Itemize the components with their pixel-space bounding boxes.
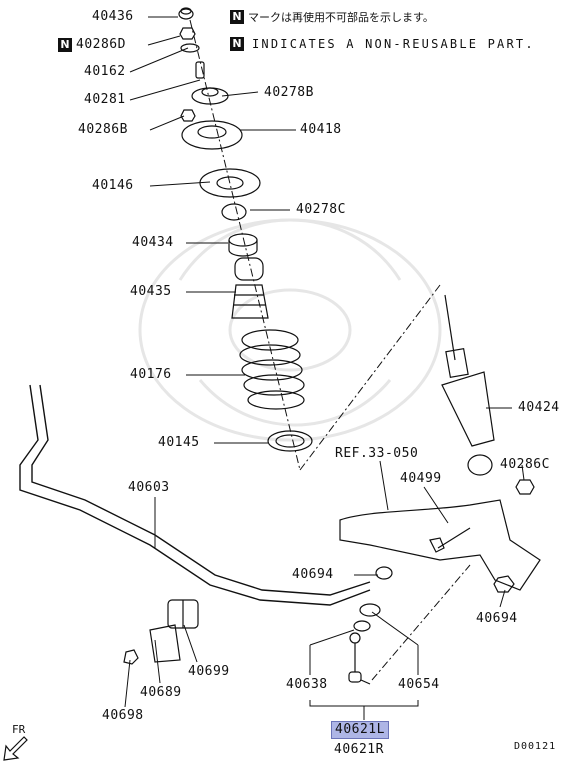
- part-label-40278B[interactable]: 40278B: [264, 85, 314, 100]
- part-label-40286B[interactable]: 40286B: [78, 122, 128, 137]
- bushing-40699: [167, 599, 199, 629]
- nut-40694-bar: [375, 566, 393, 580]
- bolt-40499: [429, 527, 471, 553]
- insulator-40146: [199, 168, 261, 198]
- washer-40638: [353, 620, 371, 632]
- part-label-40424[interactable]: 40424: [518, 400, 560, 415]
- lower-arm-and-knuckle: [339, 499, 541, 591]
- bracket-40278c: [221, 203, 247, 221]
- legend-english: INDICATES A NON-REUSABLE PART.: [252, 37, 535, 51]
- part-label-40694-knuckle[interactable]: 40694: [476, 611, 518, 626]
- bolt-40698: [123, 649, 139, 665]
- part-label-40654[interactable]: 40654: [398, 677, 440, 692]
- part-label-40146[interactable]: 40146: [92, 178, 134, 193]
- nut-40286b: [180, 109, 196, 122]
- nut-40694-knuckle: [493, 575, 515, 593]
- mount-40418: [181, 120, 243, 150]
- part-label-40621R[interactable]: 40621R: [334, 742, 384, 757]
- non-reusable-mark-icon: N: [230, 10, 244, 24]
- nut-40286c: [515, 479, 535, 495]
- stabilizer-link-40621: [348, 632, 371, 685]
- bracket-40278b: [191, 87, 229, 105]
- bumper-40434: [228, 233, 258, 257]
- boot-40435: [231, 257, 269, 319]
- part-label-40281[interactable]: 40281: [84, 92, 126, 107]
- seat-40145: [267, 430, 313, 452]
- part-label-40286C[interactable]: 40286C: [500, 457, 550, 472]
- part-label-40434[interactable]: 40434: [132, 235, 174, 250]
- stabilizer-bar-40603: [19, 384, 371, 606]
- part-label-40603[interactable]: 40603: [128, 480, 170, 495]
- part-label-40694-bar[interactable]: 40694: [292, 567, 334, 582]
- front-arrow-icon: [3, 736, 28, 761]
- part-label-40499[interactable]: 40499: [400, 471, 442, 486]
- leader-lines: [124, 16, 525, 708]
- part-label-40418[interactable]: 40418: [300, 122, 342, 137]
- diagram-code: D00121: [514, 741, 557, 752]
- group-bracket: [309, 611, 419, 720]
- part-label-40699[interactable]: 40699: [188, 664, 230, 679]
- part-label-40436[interactable]: 40436: [92, 9, 134, 24]
- bracket-40689: [149, 624, 181, 663]
- part-label-40435[interactable]: 40435: [130, 284, 172, 299]
- part-label-40162[interactable]: 40162: [84, 64, 126, 79]
- part-label-40689[interactable]: 40689: [140, 685, 182, 700]
- part-label-40621L-highlighted[interactable]: 40621L: [331, 721, 389, 739]
- part-label-40278C[interactable]: 40278C: [296, 202, 346, 217]
- watermark-emblem: [138, 218, 442, 442]
- coil-spring-40176: [239, 329, 305, 410]
- collar-40281: [195, 61, 205, 79]
- front-direction-label: FR: [12, 723, 26, 736]
- legend-japanese: マークは再使用不可部品を示します。: [248, 11, 434, 24]
- part-label-40638[interactable]: 40638: [286, 677, 328, 692]
- cap-40436: [178, 7, 194, 20]
- shock-absorber-40424: [441, 294, 495, 476]
- bushing-40654: [359, 603, 381, 617]
- non-reusable-mark-icon: N: [58, 38, 72, 52]
- non-reusable-mark-icon: N: [230, 37, 244, 51]
- nut-40286d: [179, 27, 196, 40]
- part-label-40286D[interactable]: 40286D: [76, 37, 126, 52]
- part-label-40176[interactable]: 40176: [130, 367, 172, 382]
- reference-label[interactable]: REF.33-050: [335, 446, 419, 461]
- part-label-40145[interactable]: 40145: [158, 435, 200, 450]
- washer-40162: [180, 43, 200, 53]
- part-label-40698[interactable]: 40698: [102, 708, 144, 723]
